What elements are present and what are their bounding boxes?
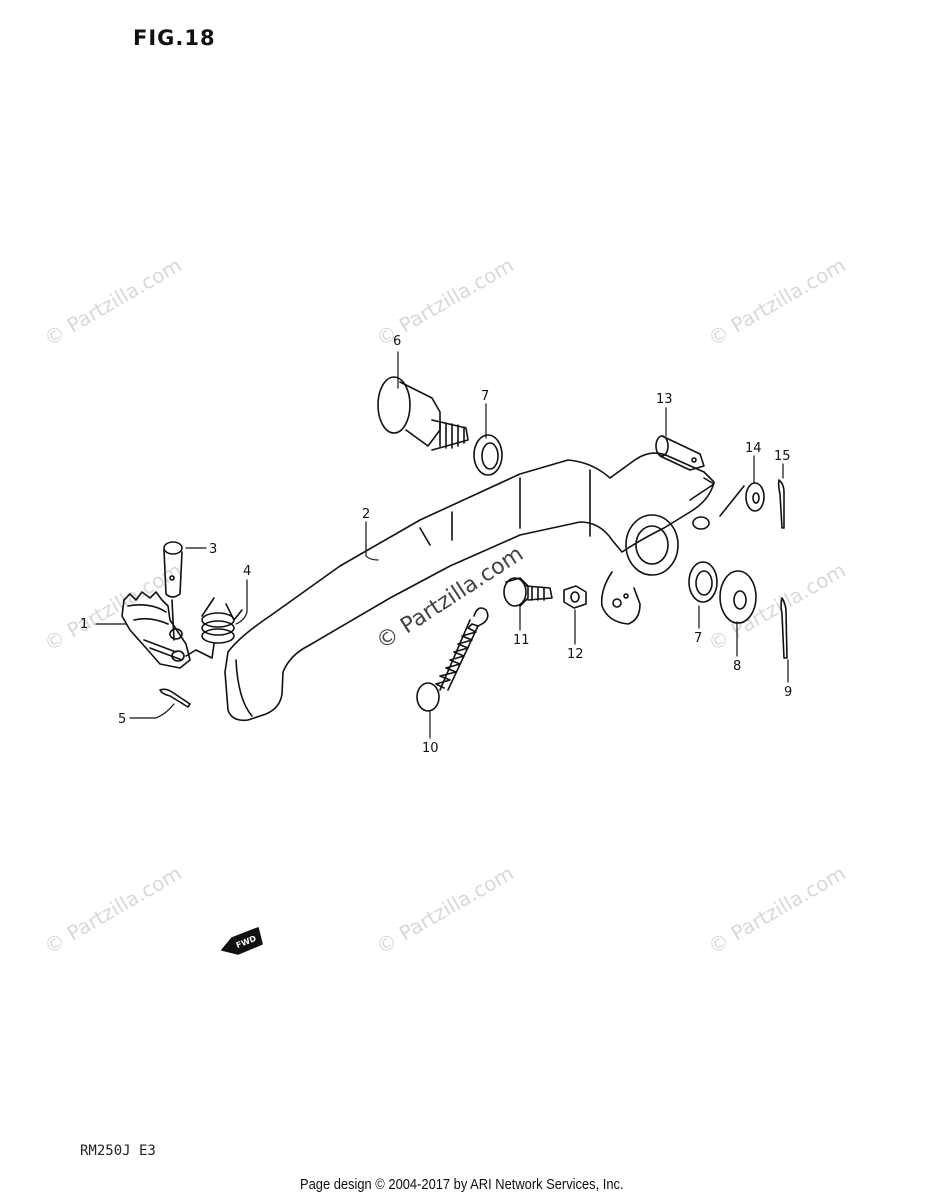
callout-5: 5 [118, 712, 126, 727]
seal[interactable] [688, 561, 718, 603]
callout-3: 3 [209, 542, 217, 557]
footpeg-pin[interactable] [163, 541, 183, 641]
callout-6: 6 [393, 334, 401, 349]
callout-9: 9 [784, 685, 792, 700]
cotter-pin[interactable] [780, 597, 788, 659]
callout-leaders [95, 351, 789, 739]
fwd-arrow-icon: FWD [221, 927, 263, 955]
callout-14: 14 [745, 441, 762, 456]
model-code: RM250J E3 [80, 1143, 156, 1159]
callout-2: 2 [362, 507, 370, 522]
callout-10: 10 [422, 741, 439, 756]
cotter-pin[interactable] [777, 479, 785, 529]
nut[interactable] [563, 585, 587, 609]
clevis-pin[interactable] [655, 435, 715, 501]
callout-4: 4 [243, 564, 251, 579]
callout-1: 1 [80, 617, 88, 632]
callout-15: 15 [774, 449, 791, 464]
footpeg-spring[interactable] [185, 597, 243, 659]
brake-pedal-footpeg[interactable] [121, 591, 191, 669]
return-spring[interactable] [416, 607, 489, 712]
callout-13: 13 [656, 392, 673, 407]
seal[interactable] [473, 434, 503, 476]
washer[interactable] [719, 570, 757, 624]
bolt[interactable] [503, 577, 553, 607]
callout-11: 11 [513, 633, 530, 648]
brake-pedal-arm[interactable] [224, 452, 715, 722]
callout-8: 8 [733, 659, 741, 674]
page-footer: Page design © 2004-2017 by ARI Network S… [300, 1176, 624, 1193]
callout-12: 12 [567, 647, 584, 662]
callout-7b: 7 [694, 631, 702, 646]
pivot-bolt[interactable] [377, 376, 469, 451]
callout-7: 7 [481, 389, 489, 404]
cotter-pin[interactable] [159, 688, 191, 708]
figure-title: FIG.18 [133, 26, 216, 50]
small-washer[interactable] [719, 482, 765, 517]
